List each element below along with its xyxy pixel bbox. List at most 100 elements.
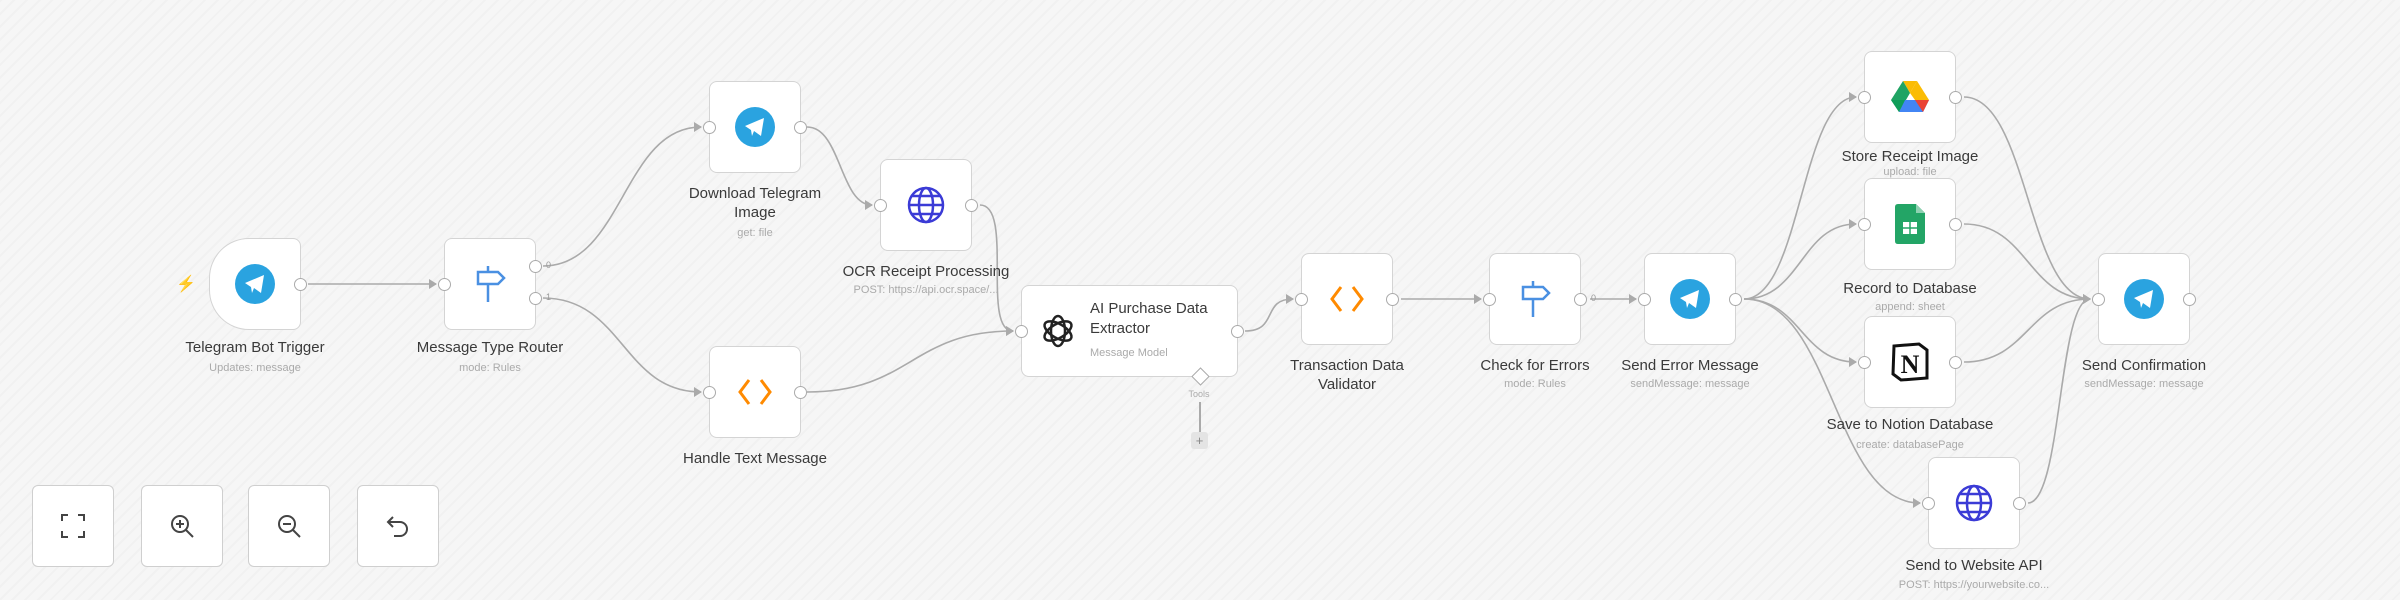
google-sheets-icon bbox=[1895, 204, 1925, 244]
zoom-out-button[interactable] bbox=[248, 485, 330, 567]
node-subtitle: Message Model bbox=[1090, 347, 1168, 359]
input-port[interactable] bbox=[1858, 356, 1871, 369]
node-label: Transaction Data Validator bbox=[1290, 357, 1404, 393]
connection-senderr-to-website[interactable] bbox=[1743, 298, 1921, 504]
node-record-to-database[interactable] bbox=[1858, 178, 1962, 270]
node-label: Send to Website API bbox=[1905, 557, 2043, 574]
node-label: Handle Text Message bbox=[683, 450, 827, 467]
arrowhead-icon bbox=[1286, 294, 1294, 304]
connection-record-to-confirm[interactable] bbox=[1963, 223, 2091, 300]
google-drive-icon bbox=[1891, 81, 1929, 112]
node-save-to-notion-database[interactable]: N bbox=[1858, 316, 1962, 408]
node-label: AI Purchase Data Extractor bbox=[1090, 300, 1208, 337]
node-subtitle: upload: file bbox=[1883, 166, 1937, 178]
node-subtitle: POST: https://yourwebsite.co... bbox=[1898, 579, 2050, 591]
zoom-in-button[interactable] bbox=[141, 485, 223, 567]
node-transaction-data-validator[interactable] bbox=[1295, 253, 1399, 345]
node-download-telegram-image[interactable] bbox=[703, 81, 807, 173]
globe-icon bbox=[907, 186, 945, 224]
node-label: Send Error Message bbox=[1621, 357, 1759, 374]
input-port[interactable] bbox=[703, 386, 716, 399]
tools-connector-line bbox=[1199, 402, 1201, 432]
arrowhead-icon bbox=[694, 122, 702, 132]
trigger-bolt-icon: ⚡ bbox=[176, 276, 196, 293]
input-port[interactable] bbox=[2092, 293, 2105, 306]
connection-download-to-ocr[interactable] bbox=[806, 126, 873, 206]
connection-senderr-to-notion[interactable] bbox=[1743, 298, 1857, 363]
connection-notion-to-confirm[interactable] bbox=[1963, 298, 2091, 363]
connection-senderr-to-store[interactable] bbox=[1743, 96, 1857, 300]
node-check-for-errors[interactable]: 0 bbox=[1483, 253, 1596, 345]
node-handle-text-message[interactable] bbox=[703, 346, 807, 438]
output-port[interactable] bbox=[1949, 91, 1962, 104]
connection-senderr-to-record[interactable] bbox=[1743, 223, 1857, 300]
connection-handle-to-ai[interactable] bbox=[806, 330, 1014, 393]
arrowhead-icon bbox=[865, 200, 873, 210]
output-label: 1 bbox=[545, 292, 551, 302]
output-label: 0 bbox=[545, 260, 551, 270]
output-port[interactable] bbox=[965, 199, 978, 212]
arrowhead-icon bbox=[1629, 294, 1637, 304]
node-subtitle: get: file bbox=[737, 227, 773, 239]
telegram-icon bbox=[2124, 279, 2164, 319]
node-send-error-message[interactable] bbox=[1638, 253, 1742, 345]
node-label: Telegram Bot Trigger bbox=[185, 339, 325, 356]
output-port[interactable] bbox=[2183, 293, 2196, 306]
input-port[interactable] bbox=[1295, 293, 1308, 306]
input-port[interactable] bbox=[703, 121, 716, 134]
output-port-1[interactable] bbox=[529, 292, 542, 305]
output-port[interactable] bbox=[794, 386, 807, 399]
input-port[interactable] bbox=[1483, 293, 1496, 306]
node-subtitle: sendMessage: message bbox=[1630, 378, 1750, 390]
node-label: Check for Errors bbox=[1480, 357, 1590, 374]
zoom-in-icon bbox=[171, 515, 194, 538]
telegram-icon bbox=[235, 264, 275, 304]
fit-view-button[interactable] bbox=[32, 485, 114, 567]
add-tool-button[interactable]: + bbox=[1191, 432, 1208, 449]
output-port-0[interactable] bbox=[529, 260, 542, 273]
node-label: Save to Notion Database bbox=[1826, 416, 1994, 433]
node-subtitle: Updates: message bbox=[209, 362, 301, 374]
output-port[interactable] bbox=[1729, 293, 1742, 306]
connection-router-to-handle[interactable] bbox=[542, 297, 702, 393]
notion-icon: N bbox=[1891, 342, 1929, 382]
input-port[interactable] bbox=[874, 199, 887, 212]
output-port-0[interactable] bbox=[1574, 293, 1587, 306]
node-store-receipt-image[interactable] bbox=[1858, 51, 1962, 143]
input-port[interactable] bbox=[1015, 325, 1028, 338]
output-port[interactable] bbox=[1949, 218, 1962, 231]
fullscreen-icon bbox=[61, 514, 85, 538]
output-port[interactable] bbox=[2013, 497, 2026, 510]
node-subtitle: append: sheet bbox=[1875, 301, 1945, 313]
connection-ai-to-validator[interactable] bbox=[1244, 298, 1294, 332]
connection-website-to-confirm[interactable] bbox=[2027, 298, 2091, 504]
node-send-to-website-api[interactable] bbox=[1922, 457, 2026, 549]
node-message-type-router[interactable]: 0 1 bbox=[438, 238, 551, 330]
node-label: Download Telegram Image bbox=[688, 185, 822, 221]
input-port[interactable] bbox=[1858, 91, 1871, 104]
reset-zoom-button[interactable] bbox=[357, 485, 439, 567]
node-ocr-receipt-processing[interactable] bbox=[874, 159, 978, 251]
output-port[interactable] bbox=[1949, 356, 1962, 369]
input-port[interactable] bbox=[1922, 497, 1935, 510]
output-port[interactable] bbox=[794, 121, 807, 134]
input-port[interactable] bbox=[1858, 218, 1871, 231]
connection-ocr-to-ai[interactable] bbox=[979, 204, 1014, 332]
connection-router-to-download[interactable] bbox=[542, 126, 702, 267]
arrowhead-icon bbox=[694, 387, 702, 397]
code-icon bbox=[738, 379, 772, 405]
input-port[interactable] bbox=[1638, 293, 1651, 306]
openai-icon bbox=[1043, 314, 1073, 348]
telegram-icon bbox=[1670, 279, 1710, 319]
output-port[interactable] bbox=[1231, 325, 1244, 338]
undo-icon bbox=[386, 516, 408, 537]
connection-store-to-confirm[interactable] bbox=[1963, 96, 2091, 300]
node-telegram-bot-trigger[interactable] bbox=[209, 238, 307, 330]
output-port[interactable] bbox=[1386, 293, 1399, 306]
node-send-confirmation[interactable] bbox=[2092, 253, 2196, 345]
node-ai-purchase-data-extractor[interactable]: AI Purchase Data Extractor Message Model bbox=[1015, 285, 1244, 386]
arrowhead-icon bbox=[1849, 219, 1857, 229]
output-port[interactable] bbox=[294, 278, 307, 291]
input-port[interactable] bbox=[438, 278, 451, 291]
